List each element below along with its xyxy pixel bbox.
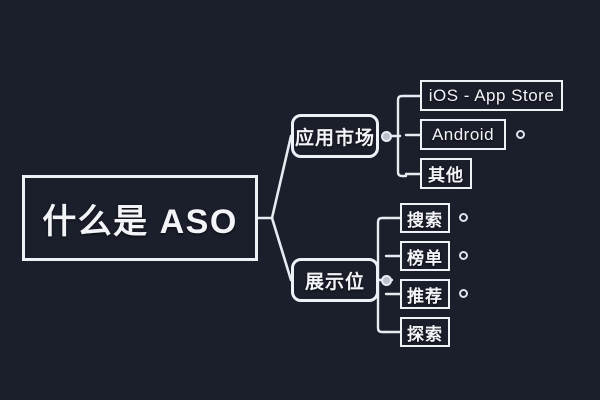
leaf-node-ranking[interactable]: 榜单	[400, 241, 450, 271]
leaf-node-explore[interactable]: 探索	[400, 317, 450, 347]
leaf-node-other[interactable]: 其他	[420, 158, 472, 189]
leaf-node-ios-app-store[interactable]: iOS - App Store	[420, 80, 563, 111]
edge-root-to-slot	[270, 216, 293, 282]
expand-dot-android[interactable]	[516, 130, 525, 139]
branch-node-app-market[interactable]: 应用市场	[291, 114, 379, 158]
edge-root-to-market	[270, 134, 293, 220]
market-bracket	[396, 94, 408, 178]
root-node[interactable]: 什么是 ASO	[22, 175, 258, 261]
expand-dot-display-slot[interactable]	[381, 275, 392, 286]
expand-dot-app-market[interactable]	[381, 131, 392, 142]
expand-dot-search[interactable]	[459, 213, 468, 222]
leaf-node-android[interactable]: Android	[420, 119, 506, 150]
leaf-node-recommend[interactable]: 推荐	[400, 279, 450, 309]
expand-dot-recommend[interactable]	[459, 289, 468, 298]
leaf-node-search[interactable]: 搜索	[400, 203, 450, 233]
expand-dot-ranking[interactable]	[459, 251, 468, 260]
branch-node-display-slot[interactable]: 展示位	[291, 258, 379, 302]
